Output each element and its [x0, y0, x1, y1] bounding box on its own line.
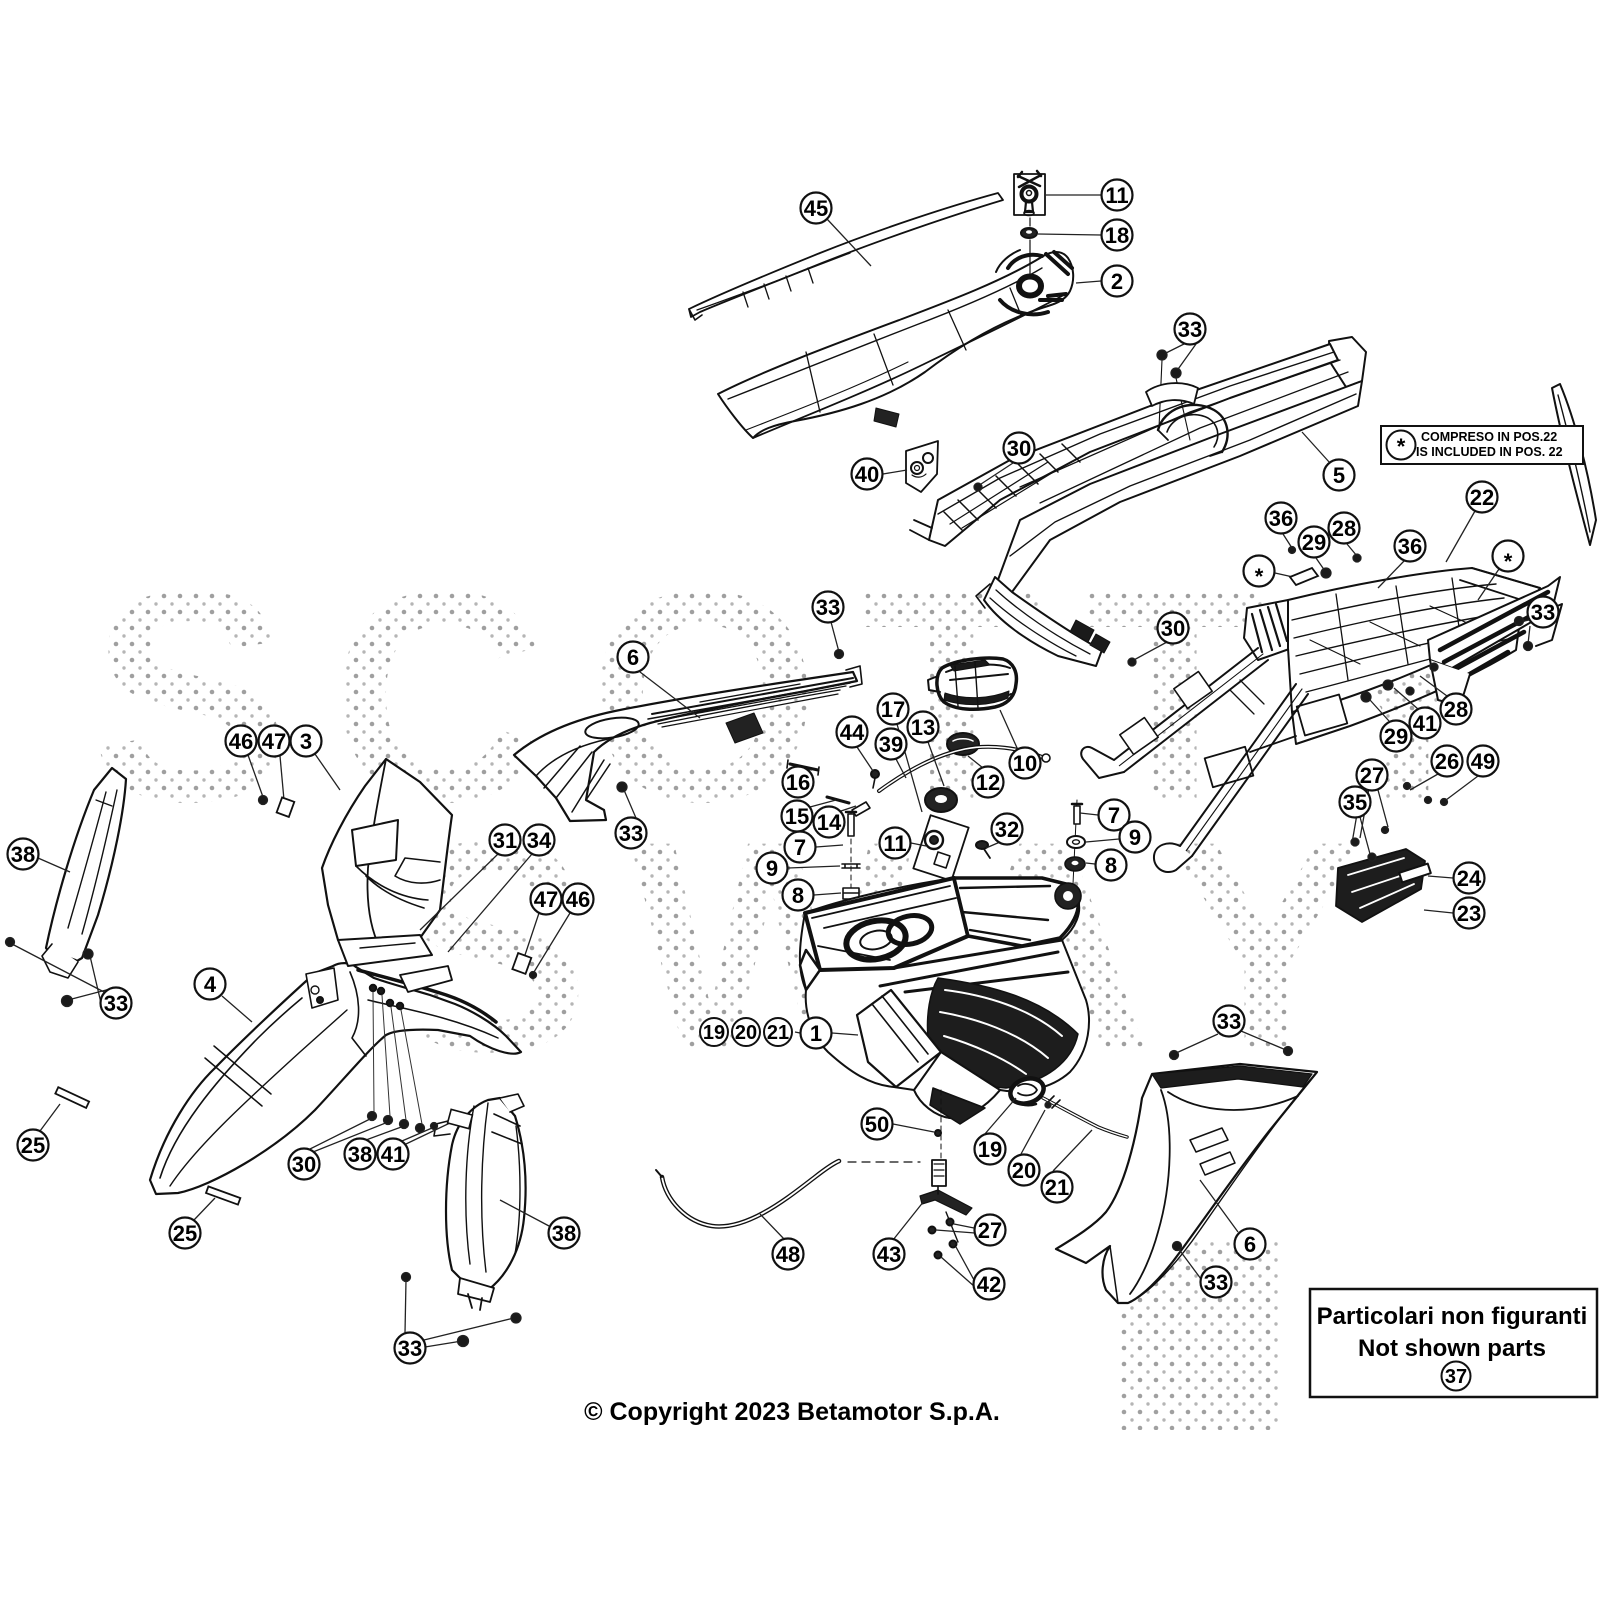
svg-text:27: 27 [1360, 763, 1384, 788]
svg-text:29: 29 [1384, 724, 1408, 749]
svg-text:42: 42 [977, 1272, 1001, 1297]
svg-text:33: 33 [1204, 1270, 1228, 1295]
svg-text:30: 30 [1007, 436, 1031, 461]
svg-text:8: 8 [1105, 853, 1117, 878]
svg-text:20: 20 [735, 1022, 757, 1044]
svg-text:Particolari non figuranti: Particolari non figuranti [1317, 1303, 1588, 1330]
svg-text:9: 9 [766, 856, 778, 881]
svg-text:40: 40 [855, 462, 879, 487]
svg-text:11: 11 [1105, 183, 1128, 208]
svg-text:23: 23 [1457, 901, 1481, 926]
svg-text:4: 4 [204, 972, 217, 997]
svg-text:41: 41 [1413, 711, 1437, 736]
svg-text:26: 26 [1435, 749, 1459, 774]
svg-text:IS INCLUDED IN POS. 22: IS INCLUDED IN POS. 22 [1416, 445, 1563, 459]
svg-text:38: 38 [552, 1221, 576, 1246]
svg-text:8: 8 [792, 883, 804, 908]
svg-text:41: 41 [381, 1142, 405, 1167]
svg-text:14: 14 [817, 810, 842, 835]
svg-text:27: 27 [978, 1218, 1002, 1243]
svg-text:10: 10 [1013, 751, 1037, 776]
svg-text:34: 34 [527, 828, 552, 853]
svg-text:33: 33 [104, 991, 128, 1016]
svg-text:31: 31 [493, 828, 517, 853]
svg-text:12: 12 [976, 770, 1000, 795]
svg-text:2: 2 [1111, 269, 1123, 294]
svg-text:47: 47 [534, 887, 558, 912]
svg-text:7: 7 [1108, 803, 1120, 828]
svg-text:3: 3 [300, 729, 312, 754]
svg-text:47: 47 [262, 729, 286, 754]
svg-text:28: 28 [1444, 697, 1468, 722]
svg-text:17: 17 [881, 697, 905, 722]
svg-text:36: 36 [1269, 506, 1293, 531]
svg-text:39: 39 [879, 732, 903, 757]
svg-text:COMPRESO IN POS.22: COMPRESO IN POS.22 [1421, 430, 1557, 444]
svg-text:43: 43 [877, 1242, 901, 1267]
svg-text:32: 32 [995, 817, 1019, 842]
svg-text:33: 33 [619, 821, 643, 846]
svg-text:30: 30 [1161, 616, 1185, 641]
svg-text:16: 16 [786, 770, 810, 795]
svg-text:45: 45 [804, 196, 828, 221]
svg-text:18: 18 [1105, 223, 1129, 248]
svg-text:33: 33 [398, 1336, 422, 1361]
svg-text:*: * [1397, 434, 1406, 459]
svg-text:1: 1 [810, 1021, 822, 1046]
svg-text:24: 24 [1457, 866, 1482, 891]
svg-text:50: 50 [865, 1112, 889, 1137]
svg-text:21: 21 [1045, 1175, 1069, 1200]
svg-text:28: 28 [1332, 516, 1356, 541]
svg-text:33: 33 [1217, 1009, 1241, 1034]
svg-text:38: 38 [11, 842, 35, 867]
svg-text:46: 46 [566, 887, 590, 912]
svg-text:33: 33 [816, 595, 840, 620]
svg-text:6: 6 [1244, 1232, 1256, 1257]
svg-text:30: 30 [292, 1152, 316, 1177]
svg-text:22: 22 [1470, 485, 1494, 510]
svg-text:9: 9 [1129, 825, 1141, 850]
svg-text:29: 29 [1302, 530, 1326, 555]
svg-text:35: 35 [1343, 790, 1367, 815]
svg-text:*: * [1255, 564, 1264, 589]
svg-text:5: 5 [1333, 463, 1345, 488]
svg-text:33: 33 [1178, 317, 1202, 342]
svg-text:25: 25 [173, 1221, 197, 1246]
svg-text:44: 44 [840, 720, 865, 745]
svg-text:*: * [1504, 549, 1513, 574]
svg-text:11: 11 [883, 831, 906, 856]
svg-text:36: 36 [1398, 534, 1422, 559]
svg-text:48: 48 [776, 1242, 800, 1267]
svg-text:15: 15 [785, 804, 809, 829]
svg-text:7: 7 [794, 835, 806, 860]
svg-text:13: 13 [911, 715, 935, 740]
svg-text:Not shown parts: Not shown parts [1358, 1335, 1546, 1362]
svg-text:19: 19 [978, 1137, 1002, 1162]
svg-text:33: 33 [1531, 600, 1555, 625]
svg-text:© Copyright 2023 Betamotor S.p: © Copyright 2023 Betamotor S.p.A. [584, 1398, 1000, 1426]
svg-text:6: 6 [627, 645, 639, 670]
svg-text:21: 21 [767, 1022, 789, 1044]
svg-text:49: 49 [1471, 749, 1495, 774]
svg-text:37: 37 [1445, 1366, 1467, 1388]
svg-text:25: 25 [21, 1133, 45, 1158]
svg-text:46: 46 [229, 729, 253, 754]
svg-text:20: 20 [1012, 1158, 1036, 1183]
svg-text:19: 19 [703, 1022, 725, 1044]
svg-text:38: 38 [348, 1142, 372, 1167]
